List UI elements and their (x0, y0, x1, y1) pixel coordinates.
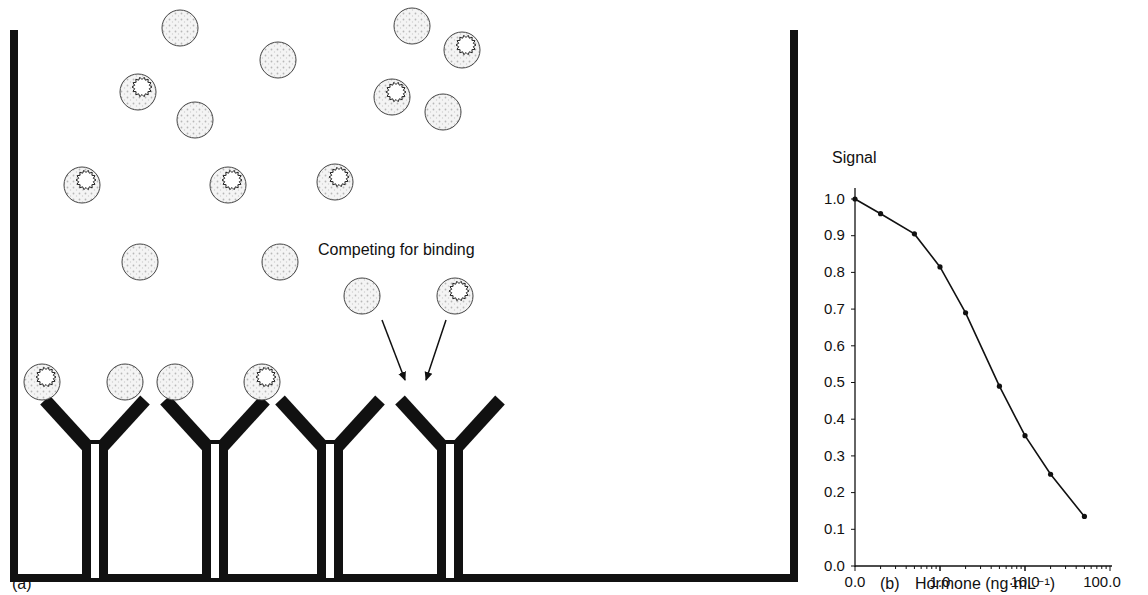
tick-label: 0.4 (824, 411, 845, 428)
labelled-hormone (210, 167, 246, 203)
data-point (997, 384, 1002, 389)
labelled-hormone (64, 167, 100, 203)
data-point (912, 231, 917, 236)
hormone (344, 278, 380, 314)
antibody (280, 400, 380, 578)
tick-label: 100.0 (1083, 574, 1121, 591)
hormone (425, 94, 461, 130)
labelled-hormone (374, 79, 410, 115)
tick-label: 0.7 (824, 301, 845, 318)
labelled-hormone (244, 364, 280, 400)
antibody (165, 400, 265, 578)
hormone (122, 244, 158, 280)
signal-chart (851, 188, 1112, 571)
antibody (400, 400, 500, 578)
labelled-hormone (317, 164, 353, 200)
data-point (937, 264, 942, 269)
tick-label: 0.0 (845, 574, 866, 591)
data-point (852, 196, 857, 201)
panel-label: (a) (12, 575, 32, 593)
data-point (1082, 514, 1087, 519)
tick-label: 1.0 (824, 191, 845, 208)
panel-label: (b) (880, 575, 900, 593)
axis-title: Signal (832, 149, 876, 167)
callout-text: Competing for binding (318, 241, 475, 259)
hormone (162, 10, 198, 46)
hormone (394, 8, 430, 44)
data-point (1048, 472, 1053, 477)
axis-title: Hormone (ng·mL⁻¹) (915, 575, 1055, 593)
tick-label: 0.2 (824, 484, 845, 501)
tick-label: 0.0 (824, 558, 845, 575)
labelled-hormone (120, 74, 156, 110)
hormone (107, 364, 143, 400)
hormone-particles (24, 8, 480, 400)
data-point (878, 211, 883, 216)
antibodies (45, 400, 500, 578)
tick-label: 0.9 (824, 227, 845, 244)
hormone (157, 364, 193, 400)
data-point (1022, 433, 1027, 438)
tick-label: 0.3 (824, 448, 845, 465)
antibody (45, 400, 145, 578)
data-point (963, 310, 968, 315)
signal-curve (855, 199, 1084, 517)
hormone (177, 102, 213, 138)
labelled-hormone (444, 32, 480, 68)
competing-arrows (382, 320, 446, 380)
tick-label: 0.6 (824, 338, 845, 355)
labelled-hormone (437, 278, 473, 314)
tick-label: 0.5 (824, 374, 845, 391)
labelled-hormone (24, 364, 60, 400)
hormone (260, 42, 296, 78)
hormone (262, 244, 298, 280)
tick-label: 0.8 (824, 264, 845, 281)
well (10, 30, 798, 582)
tick-label: 0.1 (824, 521, 845, 538)
